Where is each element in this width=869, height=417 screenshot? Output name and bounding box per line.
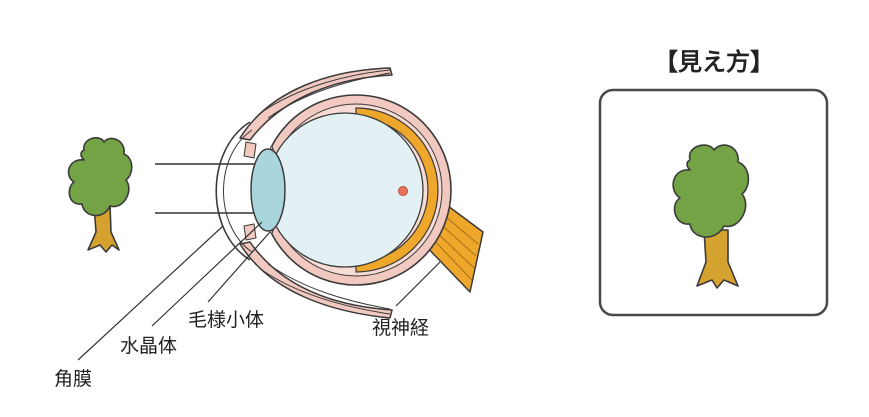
perceived-tree-foliage [672, 144, 750, 238]
label-lens: 水晶体 [120, 335, 177, 357]
object-tree-trunk [87, 204, 120, 253]
iris-top [243, 141, 257, 159]
label-optic-nerve: 視神経 [372, 317, 429, 339]
optic-nerve-fibers [427, 211, 479, 281]
cornea-shape [215, 121, 251, 261]
object-tree-foliage [67, 137, 133, 217]
label-ciliary-body: 毛様小体 [188, 309, 264, 331]
object-tree [67, 137, 133, 253]
retina [355, 107, 439, 273]
upper-eyelash-lines [261, 69, 391, 119]
cornea-inner [223, 129, 253, 253]
cornea-leader-line [77, 225, 224, 361]
lower-eyelash-lines [261, 263, 391, 315]
crystalline-lens [250, 148, 286, 232]
focus-point [398, 186, 408, 196]
perceived-tree [672, 144, 750, 289]
optic-nerve-leader-line [395, 261, 441, 307]
perceived-tree-trunk [696, 229, 739, 289]
ciliary-leader-line [207, 231, 271, 303]
view-title: 【見え方】 [654, 48, 774, 76]
label-cornea: 角膜 [54, 368, 92, 390]
lens-leader-line [151, 221, 263, 327]
